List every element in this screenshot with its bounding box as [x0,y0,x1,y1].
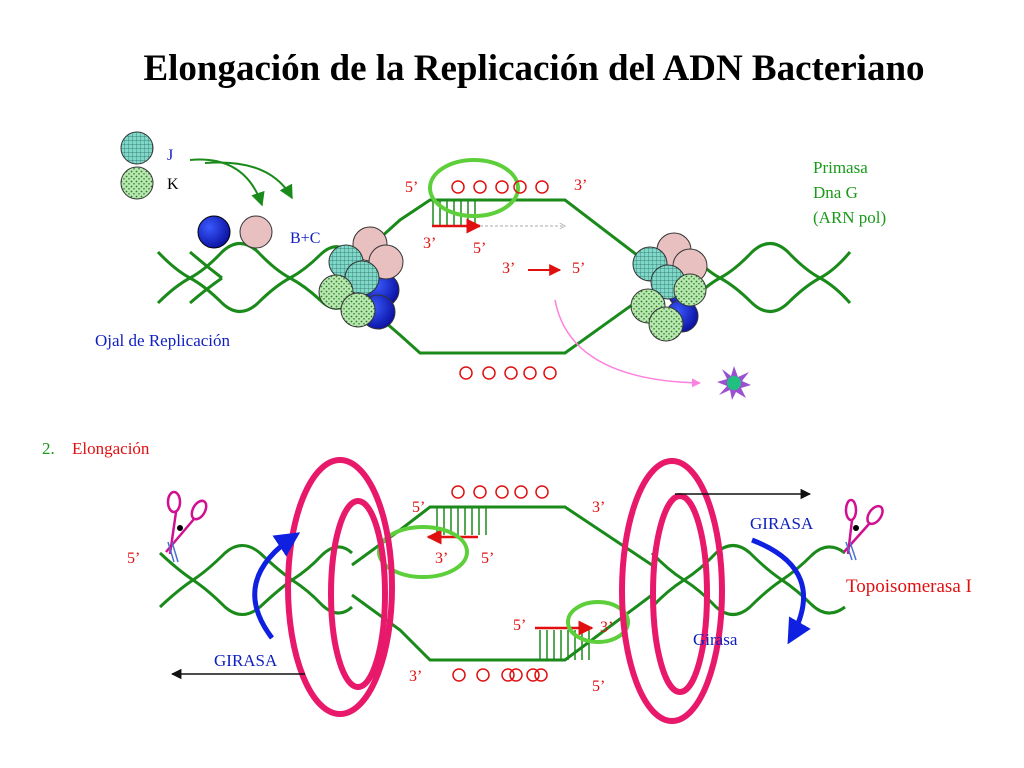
nucleotides-upper-bottom [451,485,549,499]
nucleotides-lower-bottom [452,668,548,682]
protein-c [239,215,273,249]
protein-complex-left [318,226,404,330]
label-j: J [167,147,173,164]
label-u5: 5’ [412,499,425,516]
gyrase-ring-right [619,458,725,724]
label-topoisomerasa: Topoisomerasa I [846,576,972,597]
ladder-lower-bottom [539,630,590,660]
arrow-j-to-complex-b [204,161,293,200]
primer-highlight-ellipse [428,158,520,218]
label-3-arrow: 3’ [502,260,515,277]
label-girasa-left: GIRASA [214,651,278,670]
bottom-diagram: 2. Elongación [42,439,972,724]
protein-complex-right [630,232,708,342]
protein-j-legend [120,131,154,165]
arrow-to-star [554,299,701,388]
label-l3: 3’ [600,619,613,636]
section-label: Elongación [72,439,150,458]
label-u3b: 3’ [435,550,448,567]
label-u5b: 5’ [481,550,494,567]
arrow-j-to-complex-a [189,158,265,207]
page-title: Elongación de la Replicación del ADN Bac… [143,48,924,89]
star-icon [717,366,751,400]
nucleotides-lower [459,366,557,380]
highlight-ellipse-upper [377,525,469,579]
label-primasa: Primasa [813,158,868,177]
label-5-left: 5’ [127,550,140,567]
top-diagram: 5’ 3’ 3’ 5’ 3’ 5’ J K B+C [95,131,886,400]
dna-helix-left-top [156,242,351,313]
rotation-arrow-left [252,532,301,640]
label-3-upper: 3’ [574,177,587,194]
label-3-primer: 3’ [423,235,436,252]
label-5-primer: 5’ [473,240,486,257]
protein-k-legend [120,166,154,200]
label-5-arrow: 5’ [572,260,585,277]
scissors-icon-right [843,498,884,561]
section-number: 2. [42,439,55,458]
gyrase-ring-left [285,457,395,717]
rotation-arrow-right [751,537,811,645]
scissors-icon-left [165,490,208,563]
label-arn-pol: (ARN pol) [813,208,886,227]
dna-helix-right-bottom [650,544,846,616]
label-5-upper: 5’ [405,179,418,196]
highlight-ellipse-lower [566,600,630,644]
label-dna-g: Dna G [813,183,858,202]
label-u3: 3’ [592,499,605,516]
protein-b [197,215,231,249]
label-l5b: 5’ [592,678,605,695]
label-l5: 5’ [513,617,526,634]
label-bc: B+C [290,230,320,247]
dna-helix-left-bottom [158,544,354,616]
dna-helix-right-top [688,242,852,313]
nucleotides-upper [451,180,549,194]
label-k: K [167,176,179,193]
label-ojal: Ojal de Replicación [95,331,231,350]
label-l3b: 3’ [409,668,422,685]
label-girasa-right: GIRASA [750,514,814,533]
label-girasa-small: Girasa [693,630,738,649]
